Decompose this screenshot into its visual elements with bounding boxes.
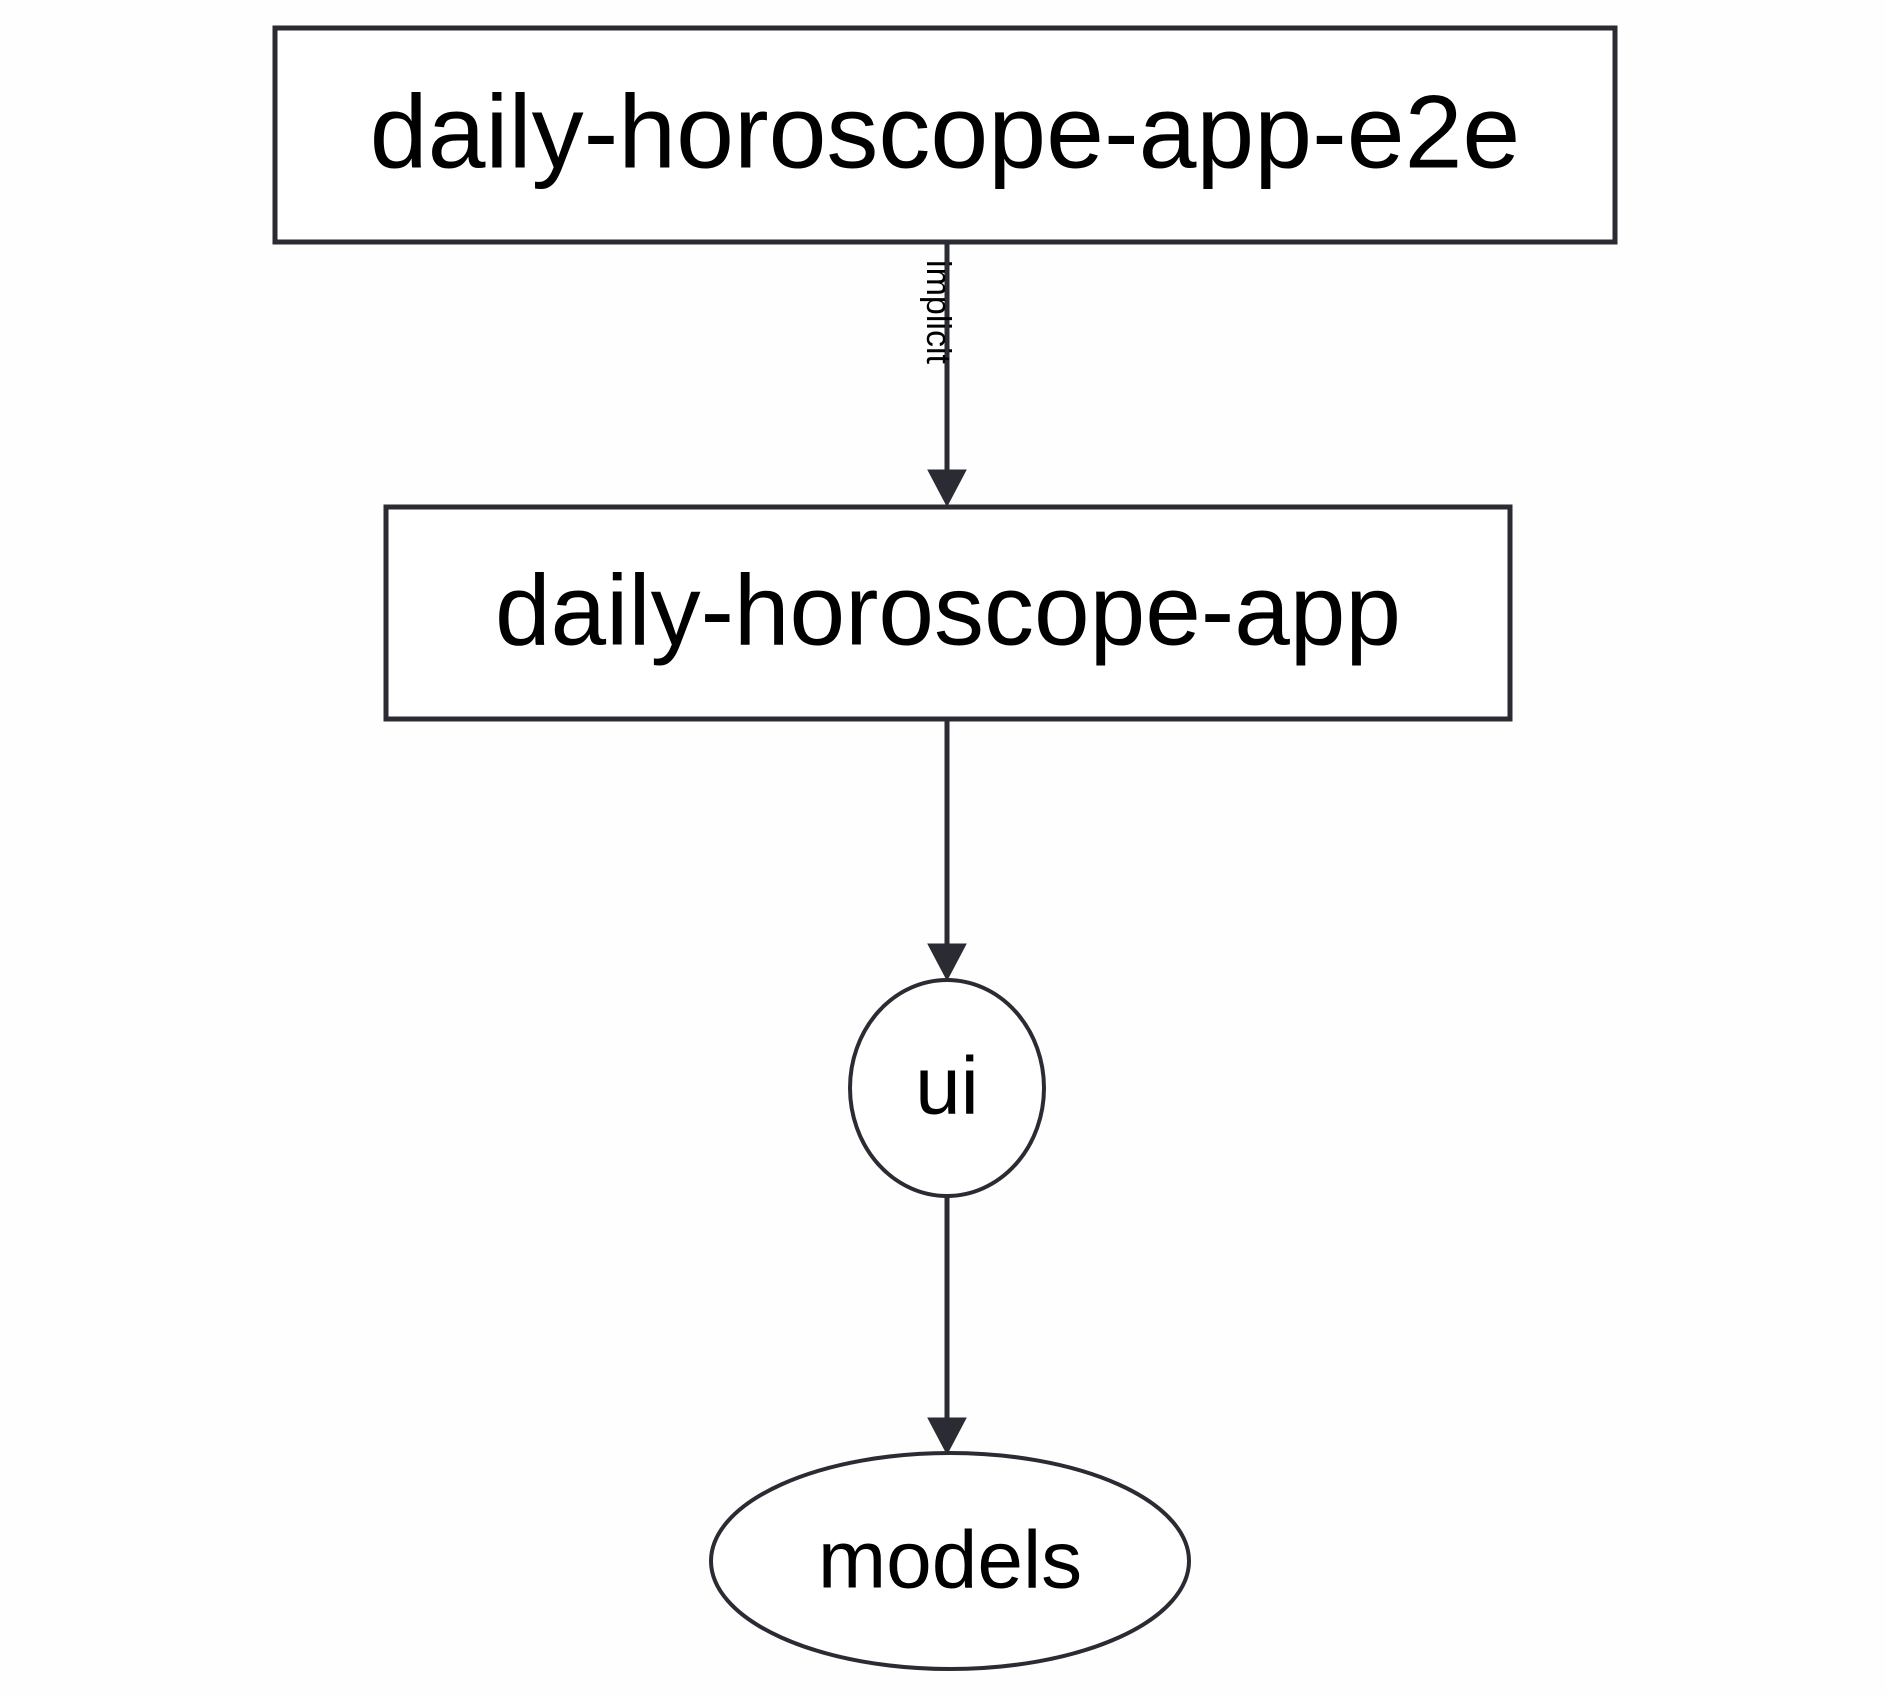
node-ui-label: ui <box>915 1041 979 1132</box>
node-daily-horoscope-app-label: daily-horoscope-app <box>495 554 1401 666</box>
node-daily-horoscope-app-e2e[interactable]: daily-horoscope-app-e2e <box>272 25 1618 245</box>
edge-label-implicit: implicit <box>919 260 957 364</box>
node-daily-horoscope-app-e2e-label: daily-horoscope-app-e2e <box>370 74 1521 190</box>
node-models-label: models <box>818 1515 1082 1606</box>
node-daily-horoscope-app-box <box>383 504 1513 722</box>
node-daily-horoscope-app[interactable]: daily-horoscope-app <box>383 504 1513 722</box>
node-models[interactable]: models <box>709 1451 1191 1671</box>
node-models-ellipse <box>709 1451 1191 1671</box>
edge-e2e-to-app[interactable]: implicit <box>919 243 967 508</box>
edge-app-to-ui-arrowhead <box>927 943 967 982</box>
edge-e2e-to-app-arrowhead <box>927 469 967 508</box>
edge-ui-to-models-arrowhead <box>927 1417 967 1456</box>
node-ui[interactable]: ui <box>848 978 1046 1198</box>
edge-app-to-ui[interactable] <box>927 719 967 982</box>
node-ui-ellipse <box>848 978 1046 1198</box>
node-daily-horoscope-app-e2e-box <box>272 25 1618 245</box>
edge-ui-to-models[interactable] <box>927 1196 967 1456</box>
